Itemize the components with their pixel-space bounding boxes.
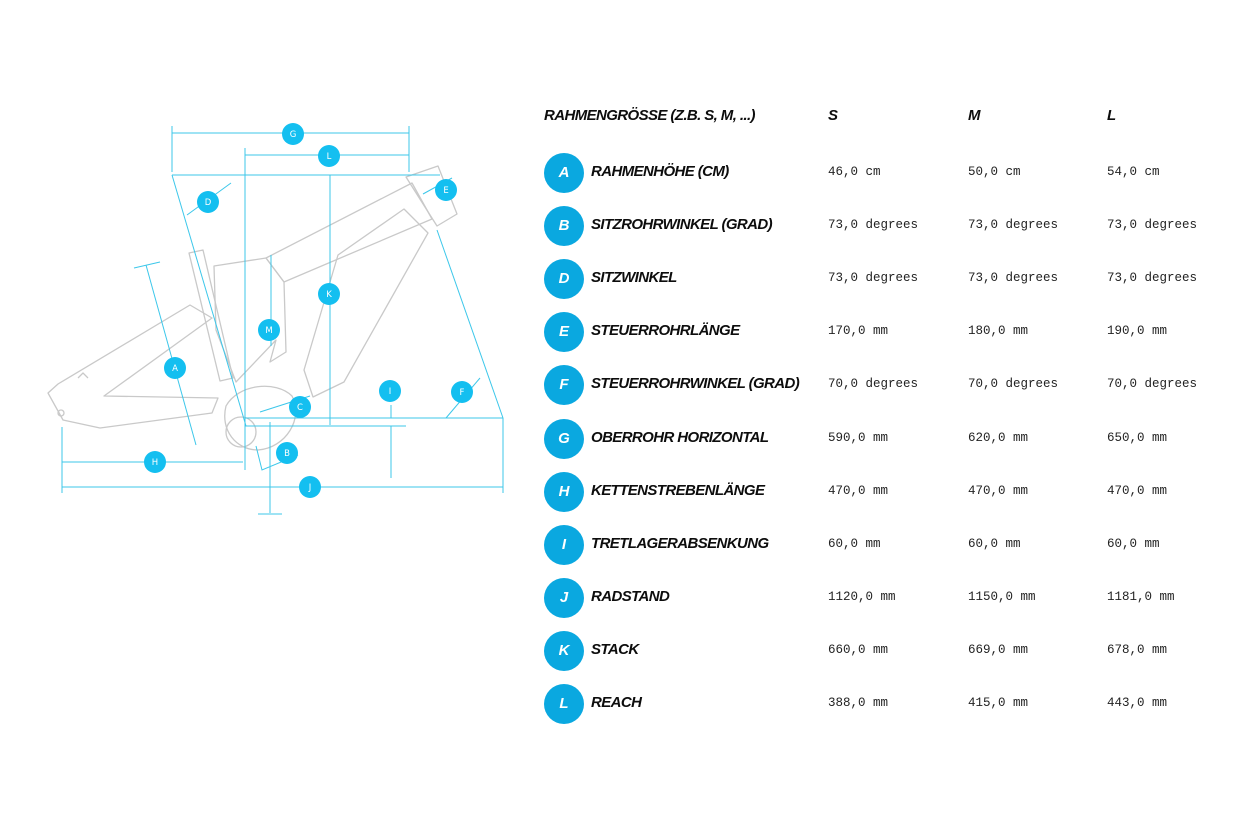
svg-text:D: D (205, 198, 212, 208)
diagram-label-e: E (435, 179, 457, 201)
table-header-size: RAHMENGRÖSSE (Z.B. S, M, ...) (544, 107, 756, 124)
value-l: 470,0 mm (1107, 484, 1168, 498)
diagram-label-h: H (144, 451, 166, 473)
frame-geometry-diagram: G L D E K M A I F C B H J (47, 123, 504, 515)
diagram-label-a: A (164, 357, 186, 379)
row-key-badge: I (544, 525, 584, 565)
svg-text:G: G (290, 130, 297, 140)
table-header-m: M (968, 107, 981, 124)
value-m: 415,0 mm (968, 696, 1029, 710)
value-m: 50,0 cm (968, 165, 1021, 179)
table-header-s: S (828, 107, 838, 124)
value-l: 190,0 mm (1107, 324, 1168, 338)
value-m: 1150,0 mm (968, 590, 1036, 604)
row-label: SITZROHRWINKEL (GRAD) (591, 216, 773, 233)
row-label: SITZWINKEL (591, 269, 677, 286)
row-key-badge: L (544, 684, 584, 724)
value-s: 70,0 degrees (828, 377, 919, 391)
value-l: 1181,0 mm (1107, 590, 1175, 604)
row-label: STEUERROHRLÄNGE (591, 322, 740, 339)
svg-text:H: H (152, 458, 158, 468)
diagram-label-c: C (289, 396, 311, 418)
table-row: L REACH 388,0 mm 415,0 mm 443,0 mm (544, 684, 1244, 728)
value-m: 180,0 mm (968, 324, 1029, 338)
row-label: TRETLAGERABSENKUNG (591, 535, 769, 552)
diagram-label-m: M (258, 319, 280, 341)
row-label: RADSTAND (591, 588, 670, 605)
value-l: 70,0 degrees (1107, 377, 1198, 391)
diagram-label-i: I (379, 380, 401, 402)
table-row: E STEUERROHRLÄNGE 170,0 mm 180,0 mm 190,… (544, 312, 1244, 356)
row-key-badge: B (544, 206, 584, 246)
value-m: 60,0 mm (968, 537, 1021, 551)
value-s: 1120,0 mm (828, 590, 896, 604)
svg-text:B: B (284, 449, 290, 459)
svg-text:A: A (172, 364, 178, 374)
value-l: 73,0 degrees (1107, 218, 1198, 232)
value-l: 443,0 mm (1107, 696, 1168, 710)
row-key-badge: E (544, 312, 584, 352)
table-row: A RAHMENHÖHE (CM) 46,0 cm 50,0 cm 54,0 c… (544, 153, 1244, 197)
value-s: 470,0 mm (828, 484, 889, 498)
bike-frame-outline (47, 165, 458, 451)
table-row: G OBERROHR HORIZONTAL 590,0 mm 620,0 mm … (544, 419, 1244, 463)
row-label: OBERROHR HORIZONTAL (591, 429, 769, 446)
svg-text:F: F (460, 388, 465, 398)
row-key-badge: F (544, 365, 584, 405)
diagram-label-k: K (318, 283, 340, 305)
value-s: 73,0 degrees (828, 271, 919, 285)
row-key-badge: H (544, 472, 584, 512)
svg-text:I: I (389, 387, 392, 397)
value-m: 470,0 mm (968, 484, 1029, 498)
value-l: 73,0 degrees (1107, 271, 1198, 285)
row-key-badge: D (544, 259, 584, 299)
value-m: 669,0 mm (968, 643, 1029, 657)
value-s: 388,0 mm (828, 696, 889, 710)
table-header-l: L (1107, 107, 1116, 124)
table-row: B SITZROHRWINKEL (GRAD) 73,0 degrees 73,… (544, 206, 1244, 250)
value-m: 73,0 degrees (968, 271, 1059, 285)
row-label: STACK (591, 641, 639, 658)
value-m: 620,0 mm (968, 431, 1029, 445)
table-row: H KETTENSTREBENLÄNGE 470,0 mm 470,0 mm 4… (544, 472, 1244, 516)
row-label: REACH (591, 694, 642, 711)
diagram-label-g: G (282, 123, 304, 145)
row-label: KETTENSTREBENLÄNGE (591, 482, 765, 499)
value-s: 46,0 cm (828, 165, 881, 179)
value-l: 678,0 mm (1107, 643, 1168, 657)
table-row: K STACK 660,0 mm 669,0 mm 678,0 mm (544, 631, 1244, 675)
value-s: 590,0 mm (828, 431, 889, 445)
diagram-label-l: L (318, 145, 340, 167)
svg-text:M: M (265, 326, 272, 336)
diagram-label-j: J (299, 476, 321, 498)
value-s: 73,0 degrees (828, 218, 919, 232)
value-m: 73,0 degrees (968, 218, 1059, 232)
table-row: D SITZWINKEL 73,0 degrees 73,0 degrees 7… (544, 259, 1244, 303)
row-key-badge: J (544, 578, 584, 618)
table-row: F STEUERROHRWINKEL (GRAD) 70,0 degrees 7… (544, 365, 1244, 409)
row-label: RAHMENHÖHE (CM) (591, 163, 729, 180)
svg-text:K: K (326, 290, 332, 300)
row-key-badge: K (544, 631, 584, 671)
svg-text:C: C (297, 403, 303, 413)
value-s: 170,0 mm (828, 324, 889, 338)
value-s: 60,0 mm (828, 537, 881, 551)
svg-text:E: E (443, 186, 448, 196)
value-m: 70,0 degrees (968, 377, 1059, 391)
row-key-badge: A (544, 153, 584, 193)
value-s: 660,0 mm (828, 643, 889, 657)
value-l: 650,0 mm (1107, 431, 1168, 445)
row-key-badge: G (544, 419, 584, 459)
value-l: 60,0 mm (1107, 537, 1160, 551)
svg-text:J: J (308, 483, 312, 493)
row-label: STEUERROHRWINKEL (GRAD) (591, 375, 800, 392)
table-row: J RADSTAND 1120,0 mm 1150,0 mm 1181,0 mm (544, 578, 1244, 622)
diagram-label-d: D (197, 191, 219, 213)
value-l: 54,0 cm (1107, 165, 1160, 179)
diagram-label-f: F (451, 381, 473, 403)
table-row: I TRETLAGERABSENKUNG 60,0 mm 60,0 mm 60,… (544, 525, 1244, 569)
svg-text:L: L (327, 152, 332, 162)
diagram-label-b: B (276, 442, 298, 464)
